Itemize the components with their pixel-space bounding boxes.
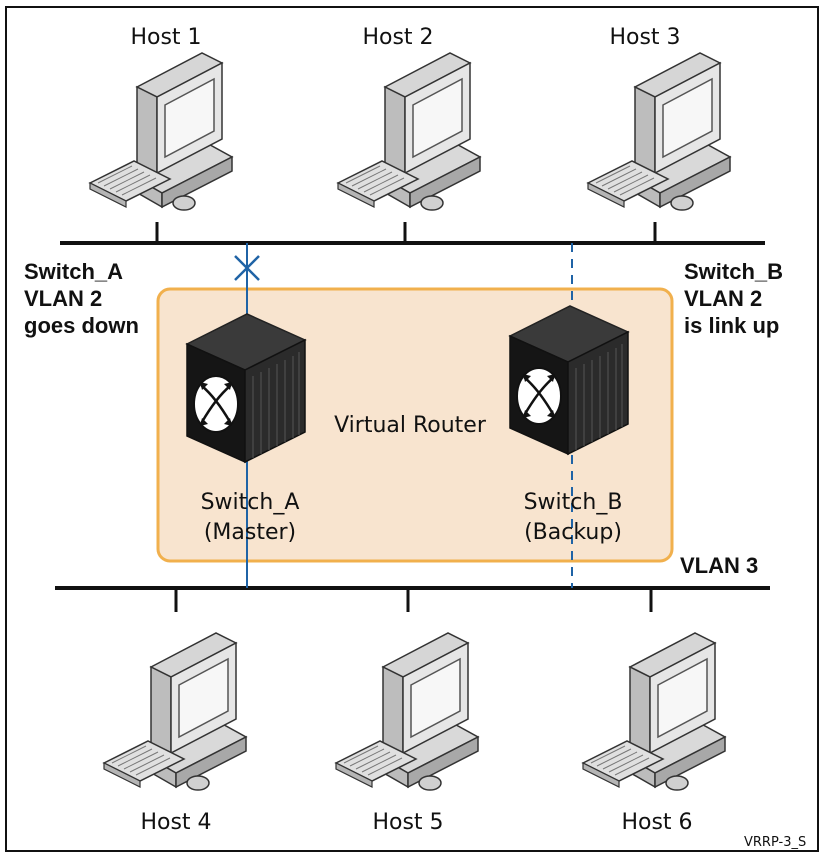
left-note-line3: goes down (24, 313, 139, 338)
switch-b-name: Switch_B (524, 490, 623, 515)
left-note-line2: VLAN 2 (24, 286, 102, 311)
right-note-line2: VLAN 2 (684, 286, 762, 311)
host5-computer-icon (335, 632, 479, 791)
host5-label: Host 5 (372, 810, 443, 835)
host3-computer-icon (587, 52, 731, 211)
switch-a-router-icon (185, 312, 307, 464)
host2-computer-icon (337, 52, 481, 211)
right-note-line1: Switch_B (684, 259, 783, 284)
host6-label: Host 6 (621, 810, 692, 835)
host1-label: Host 1 (130, 25, 201, 50)
switch-b-role: (Backup) (524, 520, 622, 545)
host1-computer-icon (89, 52, 233, 211)
host2-label: Host 2 (362, 25, 433, 50)
switch-a-role: (Master) (204, 520, 296, 545)
switch-a-name: Switch_A (201, 490, 300, 515)
link-down-icon (234, 255, 260, 281)
right-note-line3: is link up (684, 313, 779, 338)
left-note-line1: Switch_A (24, 259, 123, 284)
figure-id: VRRP-3_S (744, 835, 806, 850)
host6-computer-icon (582, 632, 726, 791)
vlan3-label: VLAN 3 (680, 553, 758, 578)
virtual-router-label: Virtual Router (334, 413, 487, 438)
host4-label: Host 4 (140, 810, 211, 835)
switch-b-router-icon (508, 304, 630, 456)
host3-label: Host 3 (609, 25, 680, 50)
host4-computer-icon (103, 632, 247, 791)
